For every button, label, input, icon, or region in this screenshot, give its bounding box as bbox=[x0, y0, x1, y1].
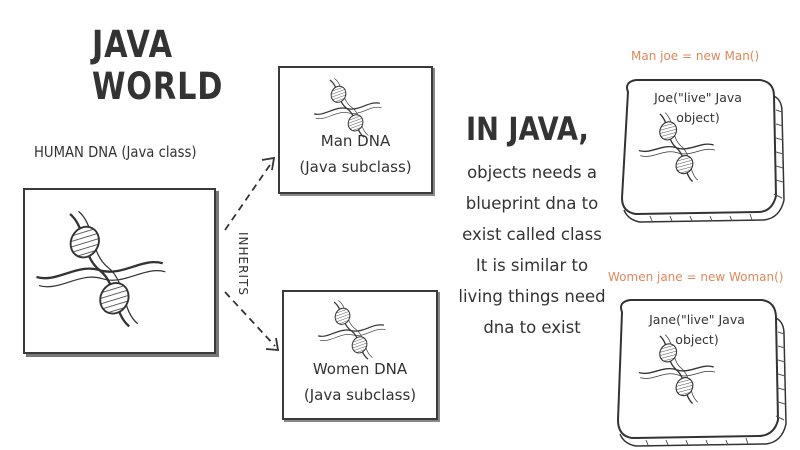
man-dna-title: Man DNA bbox=[320, 132, 391, 150]
in-java-line: objects needs a bbox=[467, 163, 597, 182]
dna-helix-icon bbox=[32, 207, 173, 337]
women-dna-box: Women DNA (Java subclass) bbox=[282, 290, 438, 420]
women-dna-title: Women DNA bbox=[312, 360, 408, 378]
women-object-line-2: object) bbox=[675, 332, 719, 347]
man-object-line-1: Joe("live" Java bbox=[654, 90, 742, 105]
man-dna-subtitle: (Java subclass) bbox=[299, 158, 412, 176]
man-object-code: Man joe = new Man() bbox=[631, 49, 760, 63]
in-java-line: living things need bbox=[458, 287, 606, 306]
in-java-line: It is similar to bbox=[475, 256, 589, 275]
in-java-heading: IN JAVA, bbox=[466, 110, 589, 148]
dna-helix-icon bbox=[316, 298, 389, 365]
in-java-line: exist called class bbox=[462, 225, 602, 244]
women-dna-subtitle: (Java subclass) bbox=[303, 386, 417, 404]
women-object-text: Jane("live" Java object) bbox=[622, 310, 772, 350]
title-line-1: JAVA bbox=[92, 23, 173, 66]
man-object-line-2: object) bbox=[676, 110, 720, 125]
in-java-line: dna to exist bbox=[483, 318, 581, 337]
in-java-line: blueprint dna to bbox=[465, 194, 599, 213]
inherits-arrow-up bbox=[224, 156, 276, 231]
man-object-text: Joe("live" Java object) bbox=[626, 88, 770, 128]
in-java-description: objects needs a blueprint dna to exist c… bbox=[442, 157, 622, 343]
man-object-blob bbox=[620, 79, 785, 223]
dna-helix-icon bbox=[312, 76, 385, 143]
inherits-arrow-down bbox=[224, 291, 280, 351]
women-object-line-1: Jane("live" Java bbox=[649, 312, 745, 327]
women-object-code: Women jane = new Woman() bbox=[608, 270, 784, 284]
human-dna-label: HUMAN DNA (Java class) bbox=[34, 143, 197, 161]
women-object-blob bbox=[616, 299, 787, 447]
